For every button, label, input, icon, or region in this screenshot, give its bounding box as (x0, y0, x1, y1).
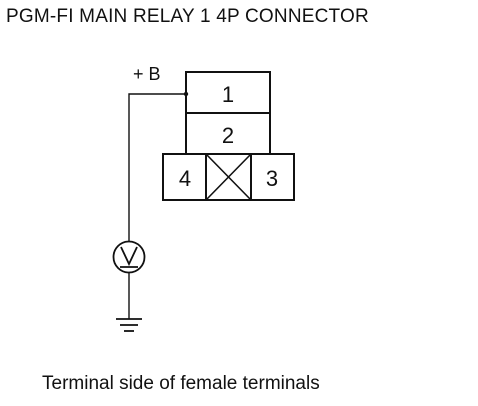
test-wire (128, 93, 186, 319)
lock-tab-icon (205, 153, 252, 201)
ground-icon (116, 318, 142, 332)
voltmeter-icon (112, 240, 146, 274)
terminal-3-label: 3 (266, 166, 278, 191)
diagram-title: PGM-FI MAIN RELAY 1 4P CONNECTOR (6, 6, 369, 27)
supply-label: + B (133, 64, 161, 84)
connector-housing-lower (162, 153, 295, 201)
terminal-4-label: 4 (179, 166, 191, 191)
terminal-1-label: 1 (222, 82, 234, 107)
diagram-caption: Terminal side of female terminals (42, 373, 320, 394)
terminal-2-label: 2 (222, 123, 234, 148)
